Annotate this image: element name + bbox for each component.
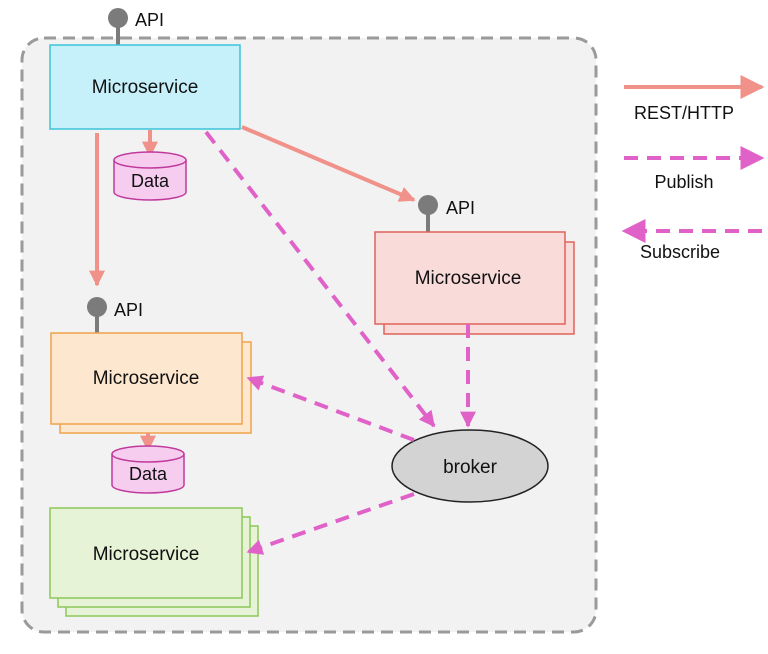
data-label-top: Data [131, 171, 170, 191]
data-label-left: Data [129, 464, 168, 484]
broker-label: broker [443, 457, 498, 478]
data-store-left [111, 445, 185, 494]
publish-arrow-top-to-broker [204, 130, 436, 428]
subscribe-arrow-broker-to-left [246, 375, 415, 442]
microservice-top-box[interactable] [49, 44, 241, 130]
microservice-right-label: Microservice [415, 268, 522, 289]
rest-arrow-top-to-right [241, 125, 416, 202]
data-store-top [113, 151, 187, 201]
broker-node[interactable] [391, 429, 549, 503]
api-label-top: API [135, 10, 164, 30]
microservice-right-box[interactable] [374, 231, 566, 325]
microservice-bottom-label: Microservice [93, 544, 200, 565]
microservice-left-label: Microservice [93, 368, 200, 389]
subscribe-arrow-broker-to-bottom [246, 492, 415, 555]
microservice-top-label: Microservice [92, 77, 199, 98]
microservice-left-box[interactable] [50, 332, 243, 425]
api-label-right: API [446, 198, 475, 218]
legend-rest-label: REST/HTTP [634, 103, 734, 123]
api-pin-top [108, 8, 128, 45]
api-label-left: API [114, 300, 143, 320]
api-pin-right [418, 195, 438, 232]
legend-subscribe-label: Subscribe [640, 242, 720, 262]
api-pin-left [87, 297, 107, 333]
legend-publish-label: Publish [654, 172, 713, 192]
microservice-bottom-box[interactable] [49, 507, 243, 599]
legend: REST/HTTP Publish Subscribe [621, 75, 765, 262]
